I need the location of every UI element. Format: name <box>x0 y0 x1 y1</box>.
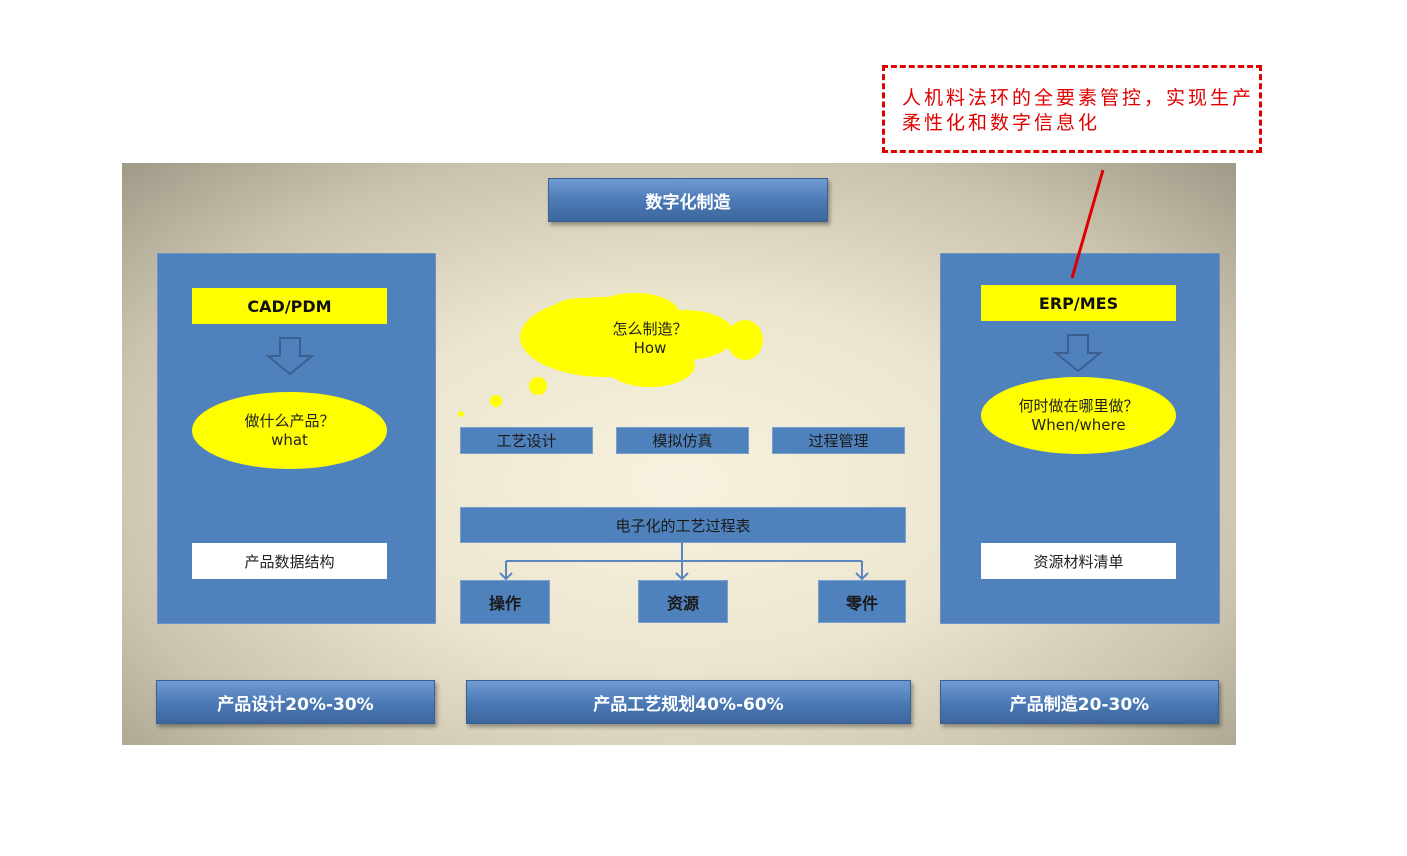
resource-material-list: 资源材料清单 <box>981 543 1176 579</box>
title-banner: 数字化制造 <box>548 178 828 222</box>
down-arrow-icon <box>265 337 315 376</box>
tool-simulation: 模拟仿真 <box>616 427 749 454</box>
what-label: what <box>271 430 308 449</box>
thought-cloud <box>458 293 763 417</box>
what-question: 做什么产品？ <box>244 411 335 430</box>
when-where-oval: 何时做在哪里做？When/where <box>981 377 1176 454</box>
connector-arrows <box>499 541 869 581</box>
footer-manufacturing-share: 产品制造20-30% <box>940 680 1219 724</box>
resource-box: 资源 <box>638 580 728 623</box>
erp-mes-label: ERP/MES <box>981 285 1176 321</box>
part-box: 零件 <box>818 580 906 623</box>
tool-process-design: 工艺设计 <box>460 427 593 454</box>
tool-process-management: 过程管理 <box>772 427 905 454</box>
when-where-label: When/where <box>1031 415 1126 434</box>
product-data-structure: 产品数据结构 <box>192 543 387 579</box>
down-arrow-icon <box>1053 334 1103 373</box>
what-question-oval: 做什么产品？what <box>192 392 387 469</box>
electronic-process-table: 电子化的工艺过程表 <box>460 507 906 543</box>
callout-pointer-line <box>1070 169 1105 279</box>
footer-planning-share: 产品工艺规划40%-60% <box>466 680 911 724</box>
cad-pdm-label: CAD/PDM <box>192 288 387 324</box>
how-question: 怎么制造？How <box>612 320 688 357</box>
when-where-question: 何时做在哪里做？ <box>1018 396 1139 415</box>
operation-box: 操作 <box>460 580 550 624</box>
footer-design-share: 产品设计20%-30% <box>156 680 435 724</box>
callout-note: 人机料法环的全要素管控，实现生产柔性化和数字信息化 <box>882 65 1262 153</box>
